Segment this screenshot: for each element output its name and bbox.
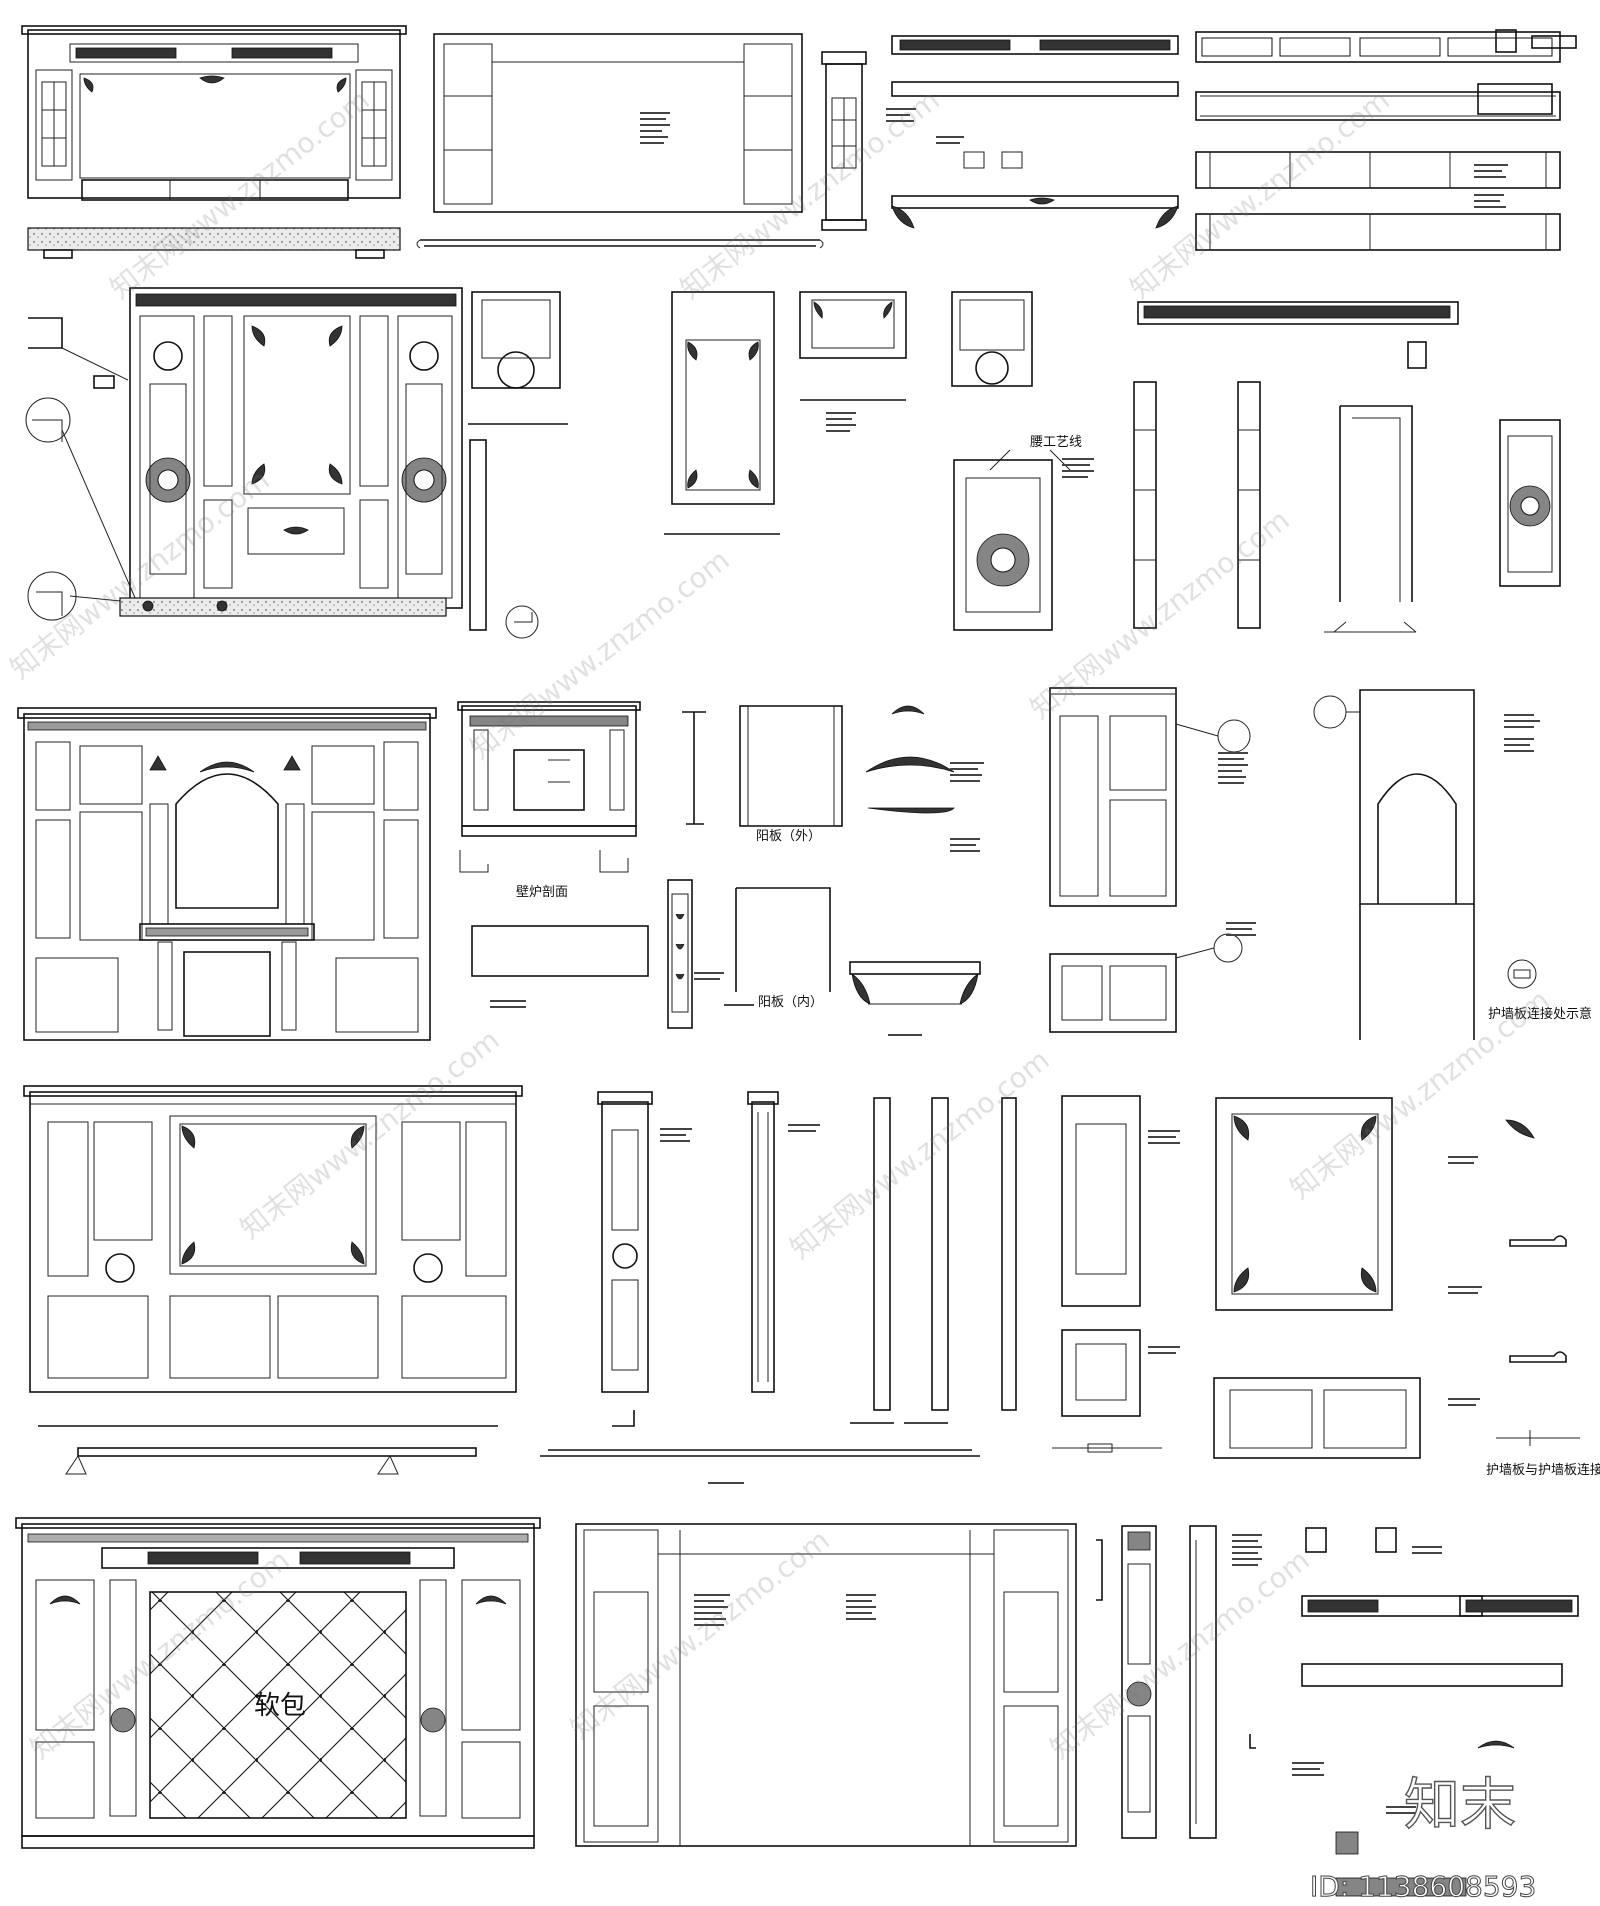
watermark-site-text: 知末网www.znzmo.com	[104, 83, 376, 305]
spec-note-block	[640, 112, 670, 144]
row3-fireplace-section: 壁炉剖面	[457, 701, 649, 1008]
wainscot-joint-detail-label: 护墙板连接处示意	[1488, 1006, 1592, 1022]
row2-section-callouts	[25, 317, 151, 621]
spec-note-block	[1232, 1534, 1442, 1814]
watermark-site-text: 知末网www.znzmo.com	[784, 1043, 1056, 1265]
spec-note-block	[1148, 1130, 1482, 1406]
soft-pack-label: 软包	[254, 1691, 306, 1721]
row4-wainscot-panels: 护墙板与护墙板连接处	[1052, 1095, 1600, 1478]
row3-panel-and-pilaster-details: 阳板（外） 阳板（内）	[667, 705, 843, 1029]
watermark-site-text: 知末网www.znzmo.com	[674, 83, 946, 305]
watermark-site-text: 知末网www.znzmo.com	[1024, 503, 1296, 725]
spec-note-block	[1504, 714, 1540, 752]
row5-soft-pack-wall-elevation: 软包	[15, 1517, 541, 1849]
row3-wainscot-panels	[1049, 687, 1256, 1033]
spec-note-block	[694, 1594, 876, 1626]
fireplace-section-label: 壁炉剖面	[516, 885, 568, 900]
row3-arched-panel-detail: 护墙板连接处示意	[1313, 689, 1592, 1040]
row2-column-and-trim-details	[1133, 301, 1561, 633]
spec-note-block	[826, 412, 1094, 478]
panel-inner-label: 阳板（内）	[758, 994, 823, 1010]
row3-carved-ornaments	[849, 705, 984, 1036]
row1-pilaster-and-trim-details	[821, 35, 1179, 231]
spec-note-block	[694, 972, 754, 1006]
row3-fireplace-wall-elevation	[17, 707, 437, 1041]
row5-wall-frame	[575, 1523, 1077, 1847]
row1-cabinet-elevations	[1195, 29, 1577, 251]
spec-note-block	[490, 1000, 526, 1008]
row1-tv-wall-frame	[416, 33, 824, 249]
watermark-site-text: 知末网www.znzmo.com	[1124, 83, 1396, 305]
handcraft-frame-label: 腰工艺线	[1030, 435, 1082, 450]
brand-logo-text: 知末	[1404, 1773, 1516, 1838]
watermark-site-text: 知末网www.znzmo.com	[1284, 983, 1556, 1205]
watermark-site-text: 知末网www.znzmo.com	[1044, 1543, 1316, 1765]
spec-note-block	[1474, 164, 1508, 208]
image-id-label: ID: 1138608593	[1310, 1870, 1536, 1903]
row4-wall-elevation	[23, 1085, 523, 1475]
row2-classical-wall-elevation	[119, 287, 463, 617]
row1-tv-wall-elevation	[21, 25, 407, 259]
spec-note-block	[1218, 752, 1256, 936]
row2-panel-details	[468, 291, 1033, 639]
row5-column-and-trim-details	[1096, 1525, 1579, 1897]
row4-columns	[540, 1091, 1017, 1484]
watermark-site-text: 知末网www.znzmo.com	[564, 1523, 836, 1745]
wainscot-to-wainscot-joint-label: 护墙板与护墙板连接处	[1486, 1462, 1600, 1478]
watermark-site-text: 知末网www.znzmo.com	[234, 1023, 506, 1245]
spec-note-block	[888, 1034, 922, 1036]
panel-outer-label: 阳板（外）	[756, 829, 821, 844]
row2-door-elevation: 腰工艺线	[826, 412, 1094, 631]
spec-note-block	[886, 108, 964, 144]
spec-note-block	[950, 762, 984, 852]
brand-watermark: 知末 ID: 1138608593	[1310, 1772, 1537, 1903]
spec-note-block	[660, 1124, 948, 1484]
